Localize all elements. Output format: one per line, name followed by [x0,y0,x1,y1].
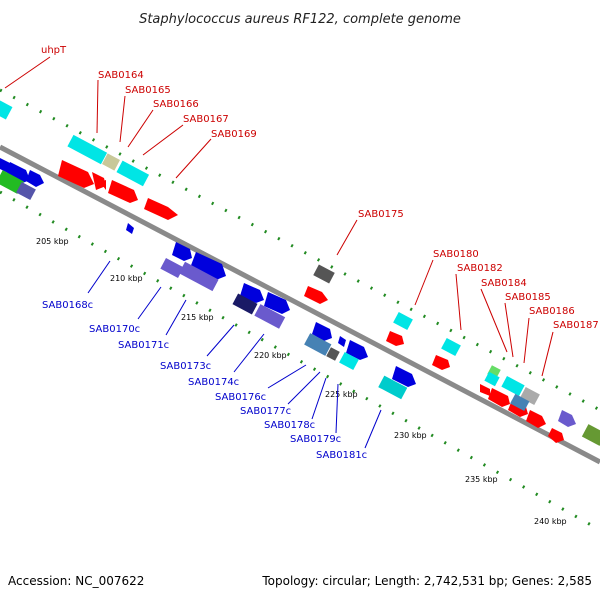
gene-feature[interactable] [548,428,564,443]
gene-feature[interactable] [116,160,150,187]
gene-label[interactable]: SAB0166 [153,99,199,110]
gene-feature[interactable] [160,258,184,278]
map-title: Staphylococcus aureus RF122, complete ge… [139,12,461,27]
tick-label: 205 kbp [36,237,69,246]
gene-feature[interactable] [108,180,138,203]
tick-label: 215 kbp [181,313,214,322]
gene-label[interactable]: SAB0185 [505,292,551,303]
gene-feature[interactable] [304,286,328,304]
gene-feature[interactable] [172,242,192,261]
gene-feature[interactable] [126,223,134,234]
gene-feature[interactable] [393,311,413,331]
kbp-tick-labels: 205 kbp 210 kbp 215 kbp 220 kbp 225 kbp … [36,237,567,526]
gene-feature[interactable] [0,100,13,120]
gene-feature[interactable] [178,261,219,292]
gene-label[interactable]: SAB0169 [211,129,257,140]
gene-feature[interactable] [526,410,546,428]
forward-gene-labels [4,56,554,377]
gene-feature[interactable] [501,376,525,396]
gene-feature[interactable] [92,172,106,190]
reverse-gene-labels [87,260,382,449]
gene-label[interactable]: SAB0181c [316,450,367,461]
gene-feature[interactable] [484,371,500,387]
inner-tick-track [0,190,600,532]
forward-gene-label-texts: uhpT SAB0164 SAB0165 SAB0166 SAB0167 SAB… [41,45,599,331]
gene-feature[interactable] [16,181,36,201]
gene-feature[interactable] [190,252,226,280]
gene-feature[interactable] [386,331,404,346]
tick-label: 230 kbp [394,431,427,440]
gene-label[interactable]: SAB0180 [433,249,479,260]
gene-label[interactable]: SAB0164 [98,70,144,81]
gene-feature[interactable] [313,264,335,284]
gene-feature[interactable] [26,170,44,187]
gene-feature[interactable] [326,347,340,361]
gene-feature[interactable] [378,375,408,400]
gene-feature[interactable] [441,337,461,357]
gene-label[interactable]: SAB0178c [264,420,315,431]
gene-feature[interactable] [338,336,346,347]
gene-feature[interactable] [144,198,178,220]
gene-feature[interactable] [581,424,600,446]
reverse-features [0,158,576,427]
gene-label[interactable]: SAB0184 [481,278,527,289]
gene-feature[interactable] [58,160,94,188]
gene-feature[interactable] [432,355,450,370]
gene-label[interactable]: SAB0176c [215,392,266,403]
gene-feature[interactable] [558,410,576,427]
gene-feature[interactable] [102,153,120,171]
gene-feature[interactable] [520,386,540,406]
gene-label[interactable]: SAB0179c [290,434,341,445]
tick-label: 210 kbp [110,274,143,283]
gene-label[interactable]: uhpT [41,45,67,56]
gene-feature[interactable] [346,340,368,360]
tick-label: 235 kbp [465,475,498,484]
gene-label[interactable]: SAB0170c [89,324,140,335]
gene-label[interactable]: SAB0173c [160,361,211,372]
gene-label[interactable]: SAB0165 [125,85,171,96]
gene-feature[interactable] [0,170,24,194]
reverse-gene-label-texts: SAB0168c SAB0170c SAB0171c SAB0173c SAB0… [42,300,367,461]
gene-feature[interactable] [312,322,332,341]
gene-feature[interactable] [67,134,108,165]
tick-label: 220 kbp [254,351,287,360]
outer-tick-track [0,88,600,412]
gene-feature[interactable] [100,180,106,190]
tick-label: 240 kbp [534,517,567,526]
gene-label[interactable]: SAB0187 [553,320,599,331]
forward-features [0,100,600,446]
gene-label[interactable]: SAB0177c [240,406,291,417]
gene-feature[interactable] [304,333,332,356]
gene-label[interactable]: SAB0175 [358,209,404,220]
genome-backbone [0,144,600,465]
gene-label[interactable]: SAB0168c [42,300,93,311]
gene-feature[interactable] [254,304,286,329]
topology-summary: Topology: circular; Length: 2,742,531 bp… [261,574,592,588]
gene-label[interactable]: SAB0182 [457,263,503,274]
gene-label[interactable]: SAB0167 [183,114,229,125]
gene-label[interactable]: SAB0171c [118,340,169,351]
gene-feature[interactable] [339,351,359,371]
gene-label[interactable]: SAB0186 [529,306,575,317]
gene-feature[interactable] [480,384,490,396]
accession-text: Accession: NC_007622 [8,574,144,588]
gene-label[interactable]: SAB0174c [188,377,239,388]
gene-feature[interactable] [510,393,530,412]
gene-feature[interactable] [232,293,258,315]
gene-feature[interactable] [264,292,290,314]
gene-feature[interactable] [488,388,510,407]
gene-feature[interactable] [392,366,416,387]
tick-label: 225 kbp [325,390,358,399]
